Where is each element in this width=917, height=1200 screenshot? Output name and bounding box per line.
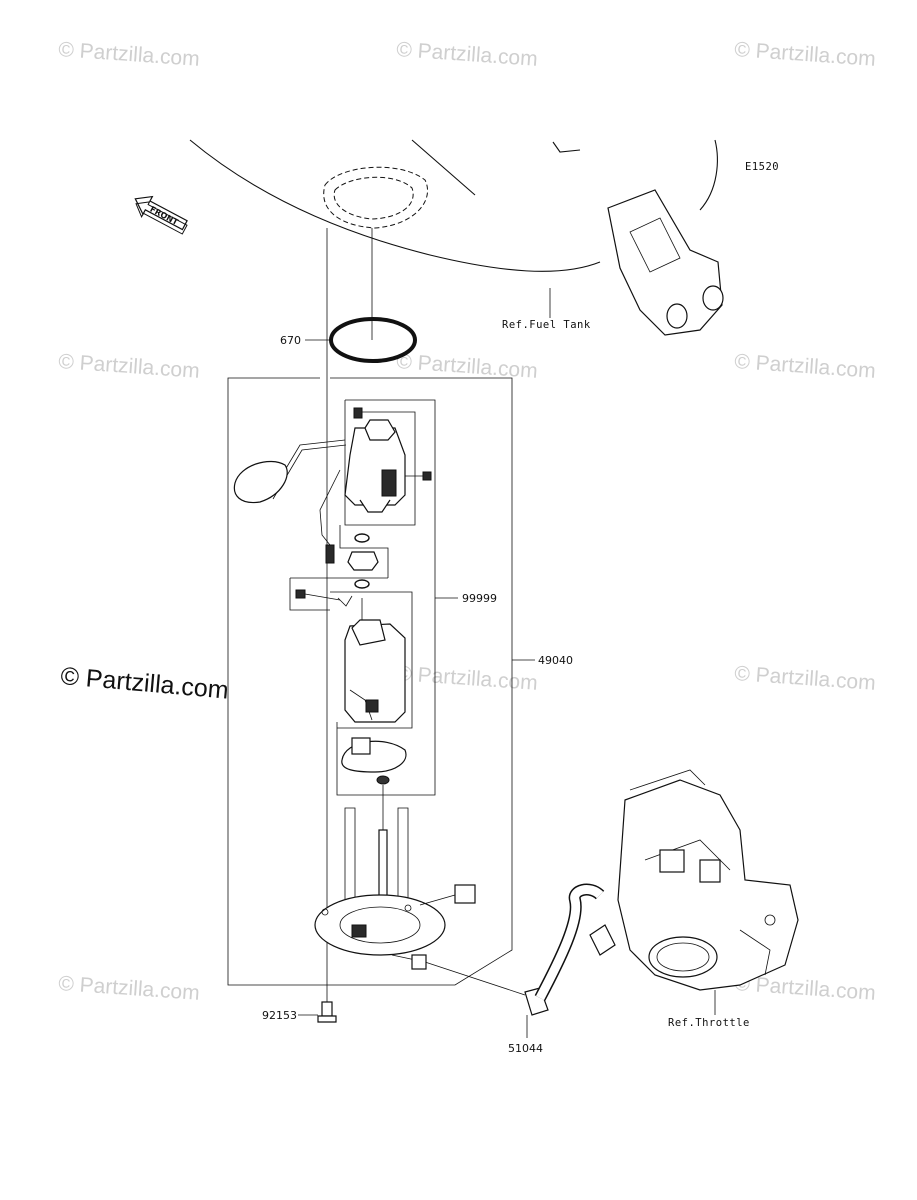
diagram-code: E1520 xyxy=(745,161,779,173)
throttle-ref-label: Ref.Throttle xyxy=(668,1017,750,1029)
watermark: © Partzilla.com xyxy=(396,38,539,71)
pump-upper xyxy=(233,407,432,564)
part-number-51044: 51044 xyxy=(508,1042,543,1055)
watermark: © Partzilla.com xyxy=(734,38,877,71)
assembly-bracket-49040: 49040 xyxy=(227,377,573,986)
watermark: © Partzilla.com xyxy=(396,662,539,695)
throttle-body-ref: Ref.Throttle xyxy=(617,769,799,1029)
watermark: © Partzilla.com xyxy=(734,350,877,383)
flange-bolt: 92153 xyxy=(262,1001,337,1023)
part-number-99999: 99999 xyxy=(462,592,497,605)
watermark: © Partzilla.com xyxy=(734,662,877,695)
sub-bracket-99999: 99999 xyxy=(289,399,497,796)
fuel-filter xyxy=(341,737,407,830)
fuel-pump xyxy=(344,598,406,723)
fuel-tank-ref: Ref.Fuel Tank xyxy=(189,139,724,336)
fuel-hose: 51044 xyxy=(508,883,616,1055)
small-seals xyxy=(347,533,379,589)
pump-flange xyxy=(314,807,526,996)
watermark: © Partzilla.com xyxy=(58,972,201,1005)
watermark: © Partzilla.com xyxy=(58,38,201,71)
gasket-o-ring: 670 xyxy=(280,317,417,363)
tank-opening xyxy=(323,166,428,229)
watermark-layer: © Partzilla.com © Partzilla.com © Partzi… xyxy=(58,38,877,1005)
part-number-92153: 92153 xyxy=(262,1009,297,1022)
copyright-text: © Partzilla.com xyxy=(59,662,229,705)
watermark: © Partzilla.com xyxy=(58,350,201,383)
part-number-49040: 49040 xyxy=(538,654,573,667)
front-arrow-icon: FRONT xyxy=(134,195,188,235)
screw-clip xyxy=(295,589,353,607)
fuel-tank-ref-label: Ref.Fuel Tank xyxy=(502,319,591,331)
part-number-670: 670 xyxy=(280,334,301,347)
